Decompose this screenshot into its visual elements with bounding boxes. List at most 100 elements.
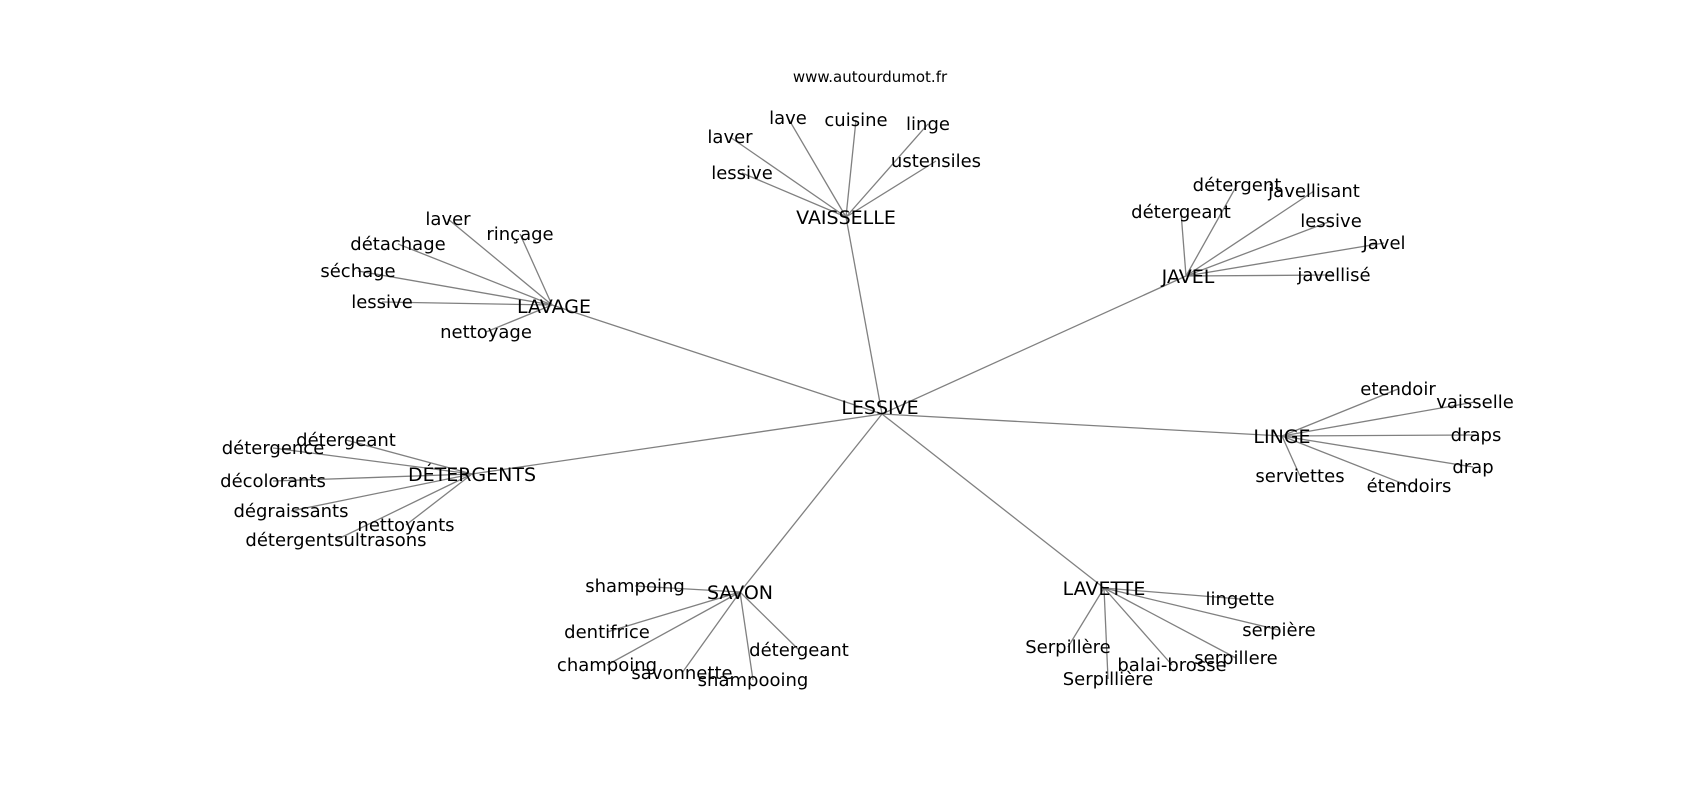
word-node: etendoir xyxy=(1360,379,1436,400)
edge-leaf xyxy=(1185,274,1335,277)
edge-leaf xyxy=(739,591,800,651)
edge-leaf xyxy=(381,301,553,306)
edge-leaf xyxy=(1103,587,1173,666)
word-node: lingette xyxy=(1205,589,1274,610)
edge-leaf xyxy=(681,591,741,674)
word-node: laver xyxy=(707,127,753,148)
edge-leaf xyxy=(290,473,473,512)
word-node: lessive xyxy=(351,292,413,313)
edge-leaf xyxy=(1180,211,1187,277)
edge-leaf xyxy=(1281,401,1476,437)
word-node: serpillere xyxy=(1194,648,1277,669)
word-node: Serpillière xyxy=(1063,669,1153,690)
word-node: détergeant xyxy=(749,640,849,661)
word-node: javellisé xyxy=(1296,265,1370,286)
word-node: nettoyants xyxy=(357,515,454,536)
edge-leaf xyxy=(1103,587,1241,600)
edge-leaf xyxy=(447,218,553,306)
word-node: décolorants xyxy=(220,471,326,492)
cluster-node: LAVAGE xyxy=(517,296,591,318)
edge-leaf xyxy=(634,585,741,593)
edge-leaf xyxy=(606,591,741,666)
label-layer: LESSIVE VAISSELLE laver lave cuisine linge le… xyxy=(220,108,1514,691)
word-node: shampoing xyxy=(585,576,685,597)
edge-center-vaisselle xyxy=(845,216,883,415)
word-node: balai-brosse xyxy=(1117,655,1226,676)
edge-leaf xyxy=(1067,587,1105,648)
word-node: rinçage xyxy=(486,224,553,245)
word-node: shampooing xyxy=(698,670,809,691)
word-node: nettoyage xyxy=(440,322,532,343)
edge-center-lavage xyxy=(551,304,883,415)
word-node: étendoirs xyxy=(1367,476,1452,497)
word-node: Serpillère xyxy=(1025,637,1110,658)
edge-center-lavette xyxy=(881,413,1105,589)
edge-leaf xyxy=(1281,435,1410,487)
edge-leaf xyxy=(345,439,473,475)
word-node: ustensiles xyxy=(891,151,981,172)
cluster-node: LINGE xyxy=(1253,426,1310,448)
word-node: vaisselle xyxy=(1436,392,1514,413)
edge-leaf xyxy=(787,117,847,218)
edge-leaf xyxy=(741,172,847,218)
edge-leaf xyxy=(845,123,929,218)
edge-layer xyxy=(272,117,1477,681)
word-node: serviettes xyxy=(1255,466,1344,487)
word-node: dentifrice xyxy=(564,622,650,643)
edge-leaf xyxy=(729,136,847,218)
edge-leaf xyxy=(397,243,553,306)
edge-leaf xyxy=(1185,242,1385,277)
edge-leaf xyxy=(272,473,473,482)
word-node: Javel xyxy=(1361,233,1405,254)
edge-leaf xyxy=(1281,435,1474,468)
edge-leaf xyxy=(1103,587,1280,631)
word-node: lave xyxy=(769,108,807,129)
edge-leaf xyxy=(405,473,473,526)
word-node: détergentsultrasons xyxy=(245,530,426,551)
cluster-node: VAISSELLE xyxy=(796,207,896,229)
word-node: javellisant xyxy=(1267,181,1360,202)
edge-leaf xyxy=(1185,190,1315,277)
edge-leaf xyxy=(1281,434,1477,437)
edge-leaf xyxy=(357,270,553,306)
word-node: détergence xyxy=(222,438,325,459)
edge-leaf xyxy=(845,119,857,218)
word-node: serpière xyxy=(1242,620,1315,641)
center-node: LESSIVE xyxy=(841,397,918,419)
word-node: savonnette xyxy=(631,663,732,684)
word-node: laver xyxy=(425,209,471,230)
edge-leaf xyxy=(1103,587,1109,680)
cluster-node: JAVEL xyxy=(1161,266,1215,288)
word-node: drap xyxy=(1452,457,1493,478)
word-node: détergeant xyxy=(1131,202,1231,223)
edge-leaf xyxy=(1185,220,1332,277)
word-node: draps xyxy=(1451,425,1502,446)
edge-leaf xyxy=(335,473,473,541)
edge-leaf xyxy=(272,447,473,475)
cluster-node: SAVON xyxy=(707,582,773,604)
edge-leaf xyxy=(1185,184,1238,277)
edge-leaf xyxy=(1281,388,1399,437)
word-node: détachage xyxy=(350,234,445,255)
word-node: détergeant xyxy=(296,430,396,451)
edge-leaf xyxy=(606,591,741,633)
word-node: champoing xyxy=(557,655,657,676)
word-node: lessive xyxy=(711,163,773,184)
edge-center-linge xyxy=(881,413,1283,437)
cluster-node: LAVETTE xyxy=(1063,578,1146,600)
word-node: cuisine xyxy=(824,110,887,131)
word-node: détergent xyxy=(1193,175,1282,196)
site-url: www.autourdumot.fr xyxy=(793,68,948,86)
edge-center-javel xyxy=(881,275,1187,415)
edge-center-savon xyxy=(739,413,883,593)
edge-leaf xyxy=(485,304,553,333)
cluster-node: DÉTERGENTS xyxy=(408,463,536,486)
edge-leaf xyxy=(519,233,553,306)
edge-leaf xyxy=(1281,435,1301,477)
word-node: lessive xyxy=(1300,211,1362,232)
edge-leaf xyxy=(1103,587,1237,659)
word-node: séchage xyxy=(320,261,395,282)
edge-leaf xyxy=(739,591,754,681)
word-node: linge xyxy=(906,114,950,135)
